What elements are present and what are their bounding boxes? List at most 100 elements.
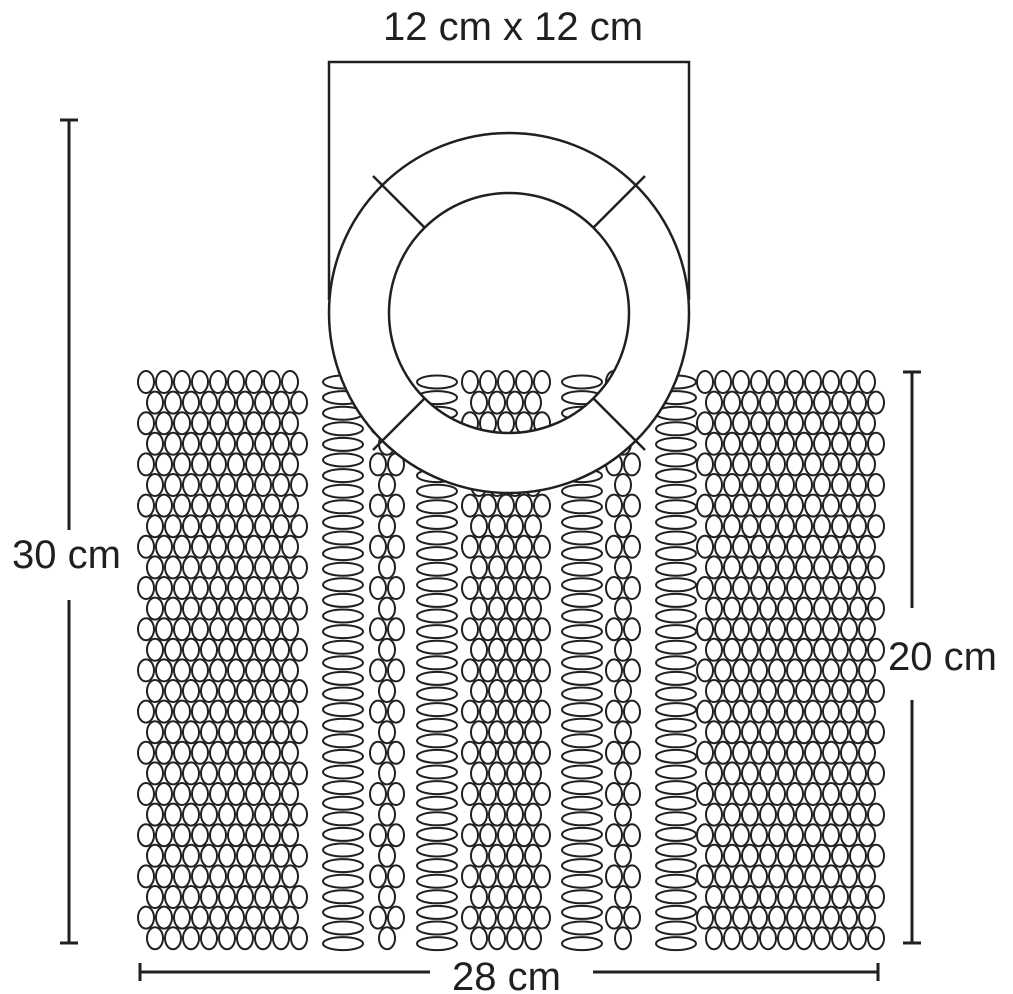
weave-loop <box>236 431 254 456</box>
weave-loop <box>322 826 364 842</box>
weave-loop <box>831 926 849 951</box>
weave-loop <box>515 370 533 394</box>
weave-loop <box>218 637 236 662</box>
weave-loop <box>488 802 506 827</box>
weave-loop <box>387 864 405 889</box>
weave-loop <box>164 885 182 909</box>
weave-loop <box>605 493 623 518</box>
weave-loop <box>732 658 750 683</box>
weave-loop <box>322 842 364 858</box>
weave-loop <box>858 823 876 848</box>
weave-loop <box>705 720 723 745</box>
weave-loop <box>479 411 497 433</box>
weave-loop <box>804 740 822 765</box>
weave-loop <box>655 686 697 702</box>
weave-loop <box>209 617 227 642</box>
weave-loop <box>561 936 603 952</box>
weave-loop <box>218 596 236 621</box>
weave-loop <box>137 411 155 436</box>
weave-loop <box>290 514 308 539</box>
weave-loop <box>840 864 858 889</box>
weave-loop <box>218 761 236 786</box>
weave-loop <box>696 534 714 559</box>
weave-loop <box>867 843 885 868</box>
weave-loop <box>759 679 777 703</box>
weave-loop <box>227 905 245 930</box>
weave-loop <box>533 823 551 848</box>
weave-loop <box>164 679 182 703</box>
weave-loop <box>497 617 515 642</box>
weave-loop <box>750 864 768 889</box>
weave-loop <box>290 596 308 621</box>
weave-loop <box>867 390 885 415</box>
weave-loop <box>759 802 777 827</box>
weave-loop <box>858 370 876 394</box>
weave-loop <box>524 761 542 786</box>
weave-loop <box>245 658 263 683</box>
weave-loop <box>561 499 603 515</box>
weave-loop <box>236 390 254 415</box>
weave-loop <box>191 370 209 394</box>
weave-loop <box>858 617 876 642</box>
weave-loop <box>804 534 822 559</box>
weave-loop <box>813 390 831 415</box>
weave-loop <box>533 658 551 683</box>
weave-loop <box>813 720 831 745</box>
weave-loop <box>416 561 458 577</box>
weave-loop <box>416 795 458 811</box>
weave-loop <box>655 561 697 577</box>
weave-loop <box>369 534 387 559</box>
weave-loop <box>804 658 822 683</box>
weave-loop <box>254 679 272 703</box>
weave-loop <box>209 699 227 724</box>
weave-loop <box>561 920 603 936</box>
weave-loop <box>272 514 290 539</box>
weave-loop <box>696 740 714 765</box>
weave-loop <box>272 473 290 497</box>
weave-loop <box>227 617 245 642</box>
weave-loop <box>369 493 387 518</box>
weave-loop <box>804 699 822 724</box>
weave-loop <box>858 864 876 889</box>
weave-loop <box>387 534 405 559</box>
weave-loop <box>768 905 786 930</box>
weave-loop <box>155 493 173 518</box>
weave-loop <box>655 858 697 874</box>
weave-loop <box>813 637 831 662</box>
weave-loop <box>777 431 795 456</box>
weave-loop <box>322 889 364 905</box>
weave-loop <box>369 617 387 642</box>
weave-loop <box>182 679 200 703</box>
weave-loop <box>723 431 741 456</box>
weave-loop <box>655 436 697 452</box>
weave-loop <box>263 699 281 724</box>
weave-loop <box>561 514 603 530</box>
weave-loop <box>236 843 254 868</box>
weave-loop <box>561 904 603 920</box>
weave-loop <box>245 617 263 642</box>
weave-loop <box>164 926 182 951</box>
weave-loop <box>146 885 164 909</box>
weave-loop <box>209 905 227 930</box>
weave-loop <box>849 555 867 580</box>
weave-loop <box>795 431 813 456</box>
weave-loop <box>182 720 200 745</box>
weave-loop <box>369 740 387 765</box>
weave-loop <box>416 904 458 920</box>
weave-loop <box>281 782 299 806</box>
weave-loop <box>768 823 786 848</box>
weave-loop <box>777 514 795 539</box>
weave-loop <box>561 780 603 796</box>
weave-loop <box>155 534 173 559</box>
weave-loop <box>714 493 732 518</box>
weave-loop <box>561 592 603 608</box>
weave-loop <box>849 761 867 786</box>
weave-loop <box>281 699 299 724</box>
weave-loop <box>655 842 697 858</box>
weave-loop <box>173 493 191 518</box>
weave-loop <box>714 782 732 806</box>
weave-loop <box>155 740 173 765</box>
weave-loop <box>506 720 524 745</box>
weave-loop <box>840 493 858 518</box>
weave-loop <box>732 576 750 600</box>
